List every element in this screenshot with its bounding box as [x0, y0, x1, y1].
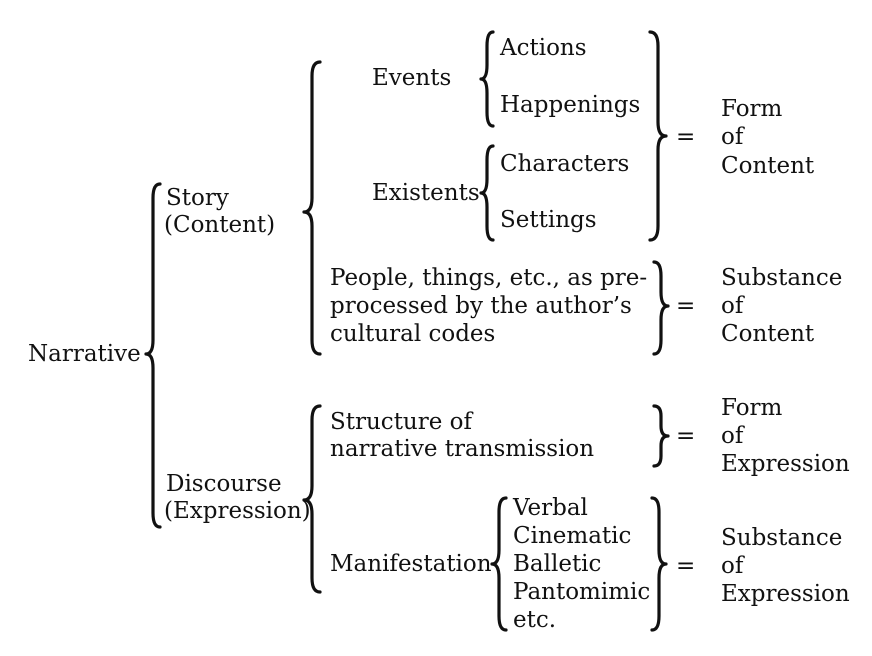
- substance-of-expression-line: Substance: [721, 525, 843, 551]
- equals-sign: =: [676, 293, 696, 319]
- form-of-expression-line: of: [721, 423, 744, 449]
- manifestation-close-brace: [650, 496, 668, 632]
- discourse-expression-label: (Expression): [164, 498, 311, 524]
- substance-of-content-line: Substance: [721, 265, 843, 291]
- events-label: Events: [372, 65, 452, 91]
- events-brace: [479, 30, 495, 128]
- structure-text-line: narrative transmission: [330, 436, 595, 462]
- substance-of-content-line: of: [721, 293, 744, 319]
- discourse-label: Discourse: [166, 471, 282, 497]
- form-of-content-line: Content: [721, 153, 815, 179]
- story-label: Story: [166, 185, 229, 211]
- manifestation-item-pantomimic: Pantomimic: [513, 579, 651, 605]
- substance-content-text-line: cultural codes: [330, 321, 496, 347]
- equals-sign: =: [676, 553, 696, 579]
- existent-item-settings: Settings: [500, 207, 597, 233]
- equals-sign: =: [676, 423, 696, 449]
- manifestation-item-cinematic: Cinematic: [513, 523, 632, 549]
- form-of-content-line: Form: [721, 96, 783, 122]
- substance-content-text-line: People, things, etc., as pre-: [330, 265, 648, 291]
- manifestation-item-etc: etc.: [513, 607, 557, 633]
- structure-brace: [652, 404, 670, 468]
- form-of-content-line: of: [721, 124, 744, 150]
- event-item-happenings: Happenings: [500, 92, 641, 118]
- substance-of-content-brace: [652, 260, 670, 356]
- manifestation-open-brace: [490, 496, 508, 632]
- form-of-expression-line: Expression: [721, 451, 850, 477]
- discourse-brace: [302, 404, 322, 594]
- event-item-actions: Actions: [500, 35, 587, 61]
- form-of-expression-line: Form: [721, 395, 783, 421]
- story-brace: [302, 60, 322, 356]
- substance-of-content-line: Content: [721, 321, 815, 347]
- existents-label: Existents: [372, 180, 480, 206]
- narrative-brace: [144, 182, 162, 529]
- narrative-label: Narrative: [28, 341, 141, 367]
- structure-text-line: Structure of: [330, 409, 473, 435]
- manifestation-item-verbal: Verbal: [513, 495, 588, 521]
- manifestation-item-balletic: Balletic: [513, 551, 602, 577]
- substance-of-expression-line: of: [721, 553, 744, 579]
- story-content-label: (Content): [164, 212, 276, 238]
- substance-of-expression-line: Expression: [721, 581, 850, 607]
- substance-content-text-line: processed by the author’s: [330, 293, 632, 319]
- equals-sign: =: [676, 124, 696, 150]
- manifestation-label: Manifestation: [330, 551, 492, 577]
- existent-item-characters: Characters: [500, 151, 630, 177]
- form-of-content-brace: [648, 30, 668, 242]
- existents-brace: [479, 144, 495, 242]
